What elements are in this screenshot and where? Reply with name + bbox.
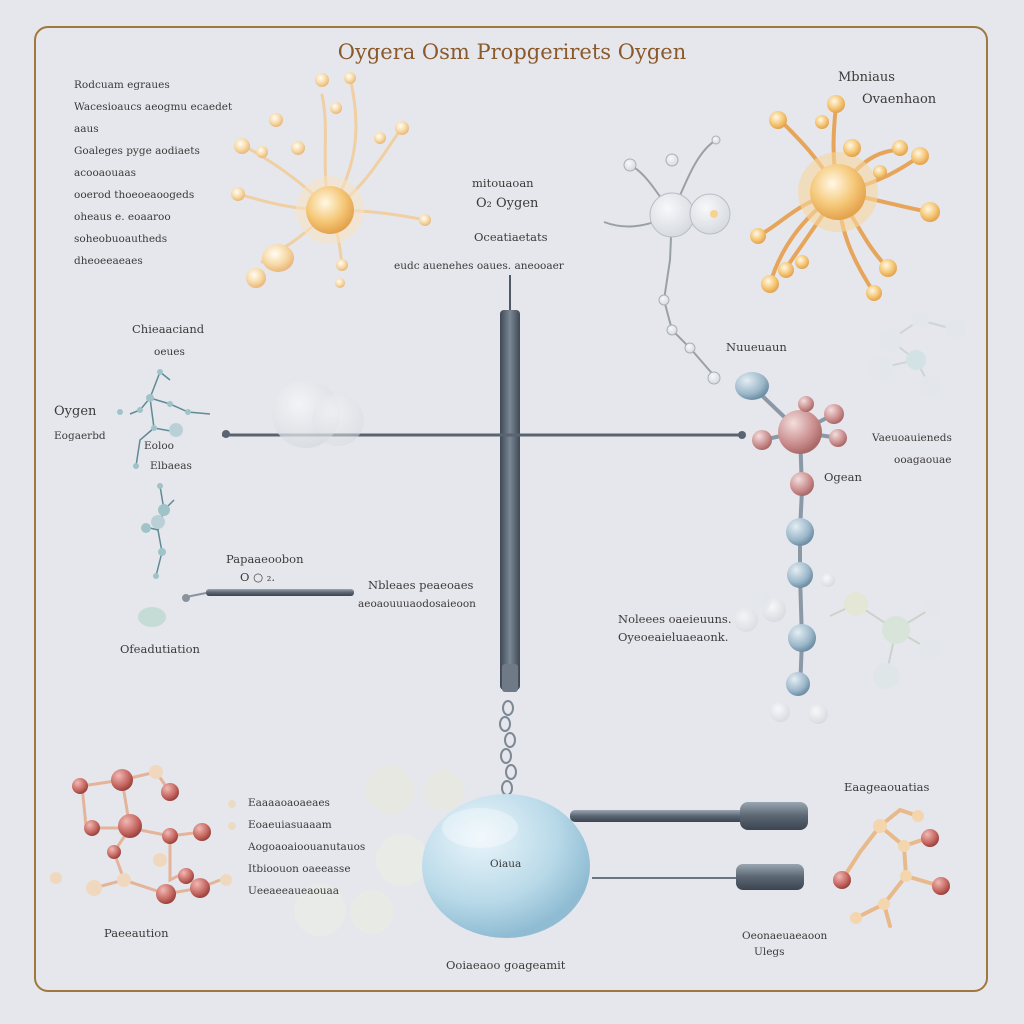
note-line: oheaus e. eoaaroo (74, 211, 171, 223)
prop-title: Papaaeoobon (226, 552, 304, 566)
center-caption: eudc auenehes oaues. aneooaer (394, 260, 564, 272)
note-line: dheoeeaeaes (74, 255, 143, 267)
translucent-bubble (272, 380, 364, 448)
note-line: aaus (74, 123, 99, 135)
note-line: Ueeaeeaueaouaa (248, 885, 340, 897)
central-rod (222, 275, 746, 796)
molecule-left-cluster (117, 369, 211, 469)
bottom-right-title: Eaageaouatias (844, 780, 930, 794)
diagram-frame (34, 26, 988, 992)
left-oxygen-label: Oygen (54, 404, 97, 419)
mid-note-2: aeoaouuuaodosaieoon (358, 598, 476, 610)
note-line: ooerod thoeoeaoogeds (74, 189, 195, 201)
cluster-title: Chieaaciand (132, 322, 205, 336)
large-blue-sphere (422, 794, 808, 938)
right-note-1: Vaeuoauieneds (872, 432, 952, 444)
sphere-caption: Ooiaeaoo goageamit (446, 958, 566, 972)
left-mid-rod (182, 589, 354, 602)
note-line: soheobuoautheds (74, 233, 168, 245)
bottom-right-note-2: Ulegs (754, 946, 785, 958)
molecule-bottom-left (50, 765, 232, 904)
note-line: Rodcuam egraues (74, 79, 170, 91)
center-header: mitouaoan (472, 176, 534, 190)
right-note-2: ooagaouae (894, 454, 952, 466)
top-right-label-2: Ovaenhaon (862, 92, 937, 107)
right-note-4: Oyeoeaieluaeaonk. (618, 630, 729, 644)
sphere-label: Oiaua (490, 858, 522, 870)
diagram-title: Oygera Osm Propgerirets Oygen (337, 40, 687, 64)
molecule-right-column (734, 372, 847, 724)
note-line: acooaouaas (74, 167, 137, 179)
molecule-left-chain (138, 483, 175, 627)
molecule-top-right (750, 95, 940, 301)
bottom-right-note-1: Oeonaeuaeaoon (742, 930, 828, 942)
left-bound-label: Eogaerbd (54, 430, 106, 442)
faint-molecule-right-upper (867, 311, 967, 397)
right-oxygen-label: Ogean (824, 470, 862, 484)
note-line: Aogoaoaioouanutauos (248, 841, 366, 853)
note-line: Wacesioaucs aeogmu ecaedet (74, 101, 233, 113)
prop-formula: O ○ ₂. (240, 570, 276, 584)
top-left-notes: Rodcuam egraues Wacesioaucs aeogmu ecaed… (74, 74, 232, 272)
cluster-sub: oeues (154, 346, 185, 358)
left-small-label-1: Eoloo (144, 440, 174, 452)
note-line: Itbioouon oaeeasse (248, 863, 351, 875)
top-right-label-1: Mbniaus (838, 70, 895, 85)
note-line: Eoaeuiasuaaam (248, 819, 332, 831)
center-formula: O₂ Oygen (476, 196, 539, 211)
ghost-spheres-bottom (294, 766, 464, 936)
left-small-label-2: Elbaeas (150, 460, 192, 472)
note-line: Goaleges pyge aodiaets (74, 145, 200, 157)
nucleus-label: Nuueuaun (726, 340, 787, 354)
bottom-left-label: Paeeaution (104, 926, 169, 940)
mid-note-1: Nbleaes peaeoaes (368, 578, 474, 592)
left-bottom-label: Ofeadutiation (120, 642, 200, 656)
molecule-upper-center (603, 135, 731, 385)
right-note-3: Noleees oaeieuuns. (618, 612, 732, 626)
center-sub: Oceatiaetats (474, 230, 548, 244)
note-line: Eaaaaoaoaeaes (248, 797, 330, 809)
faint-molecule-right-lower (748, 588, 942, 689)
note-bullets (228, 800, 236, 830)
bottom-left-notes: Eaaaaoaoaeaes Eoaeuiasuaaam Aogoaoaiooua… (248, 792, 365, 902)
molecule-top-left (231, 72, 431, 288)
molecule-bottom-right (833, 807, 950, 928)
